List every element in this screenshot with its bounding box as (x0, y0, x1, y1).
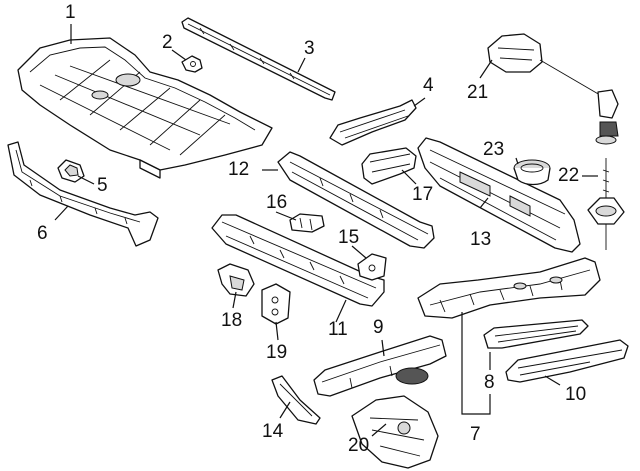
callout-13: 13 (470, 229, 492, 250)
part-11-center-rail (211, 214, 385, 307)
part-10-extension (505, 339, 629, 383)
part-3-cross-member (181, 17, 336, 101)
part-19-plate (261, 283, 291, 325)
part-5-pad (57, 159, 85, 183)
part-14-bracket (271, 375, 321, 425)
callout-9: 9 (373, 317, 384, 338)
part-15-clip (357, 253, 387, 281)
callout-2: 2 (162, 32, 173, 53)
part-1-floor-pan (17, 37, 273, 179)
part-21-tire-carrier (487, 33, 619, 145)
callout-14: 14 (262, 421, 284, 442)
callout-3: 3 (304, 38, 315, 59)
callout-21: 21 (467, 82, 489, 103)
part-12-upper-rail (277, 151, 435, 249)
part-23-cap (513, 159, 551, 186)
callout-20: 20 (348, 435, 370, 456)
callout-1: 1 (65, 2, 76, 23)
part-22-holder (587, 158, 625, 250)
callout-15: 15 (338, 227, 360, 248)
part-17-reinforcement (361, 147, 417, 185)
callout-5: 5 (97, 175, 108, 196)
callout-8: 8 (484, 372, 495, 393)
callout-23: 23 (483, 139, 505, 160)
part-13-side-frame (417, 137, 581, 253)
part-18-mount (217, 263, 255, 297)
callout-18: 18 (221, 310, 243, 331)
callout-17: 17 (412, 184, 434, 205)
part-16-block (289, 213, 325, 233)
leader-lines (54, 24, 598, 437)
callout-19: 19 (266, 342, 288, 363)
part-7-frame-rail (417, 257, 601, 319)
callout-22: 22 (558, 165, 580, 186)
part-2-bracket (181, 55, 203, 73)
part-20-support (351, 395, 439, 469)
callout-16: 16 (266, 192, 288, 213)
part-6-side-member (7, 141, 159, 247)
callout-10: 10 (565, 384, 587, 405)
callout-12: 12 (228, 159, 250, 180)
part-4-bracket (329, 99, 417, 146)
callout-7: 7 (470, 424, 481, 445)
callout-4: 4 (423, 75, 434, 96)
part-9-cross-rail (313, 335, 447, 397)
part-8-bracket (483, 319, 589, 349)
callout-6: 6 (37, 223, 48, 244)
callout-11: 11 (328, 319, 348, 340)
